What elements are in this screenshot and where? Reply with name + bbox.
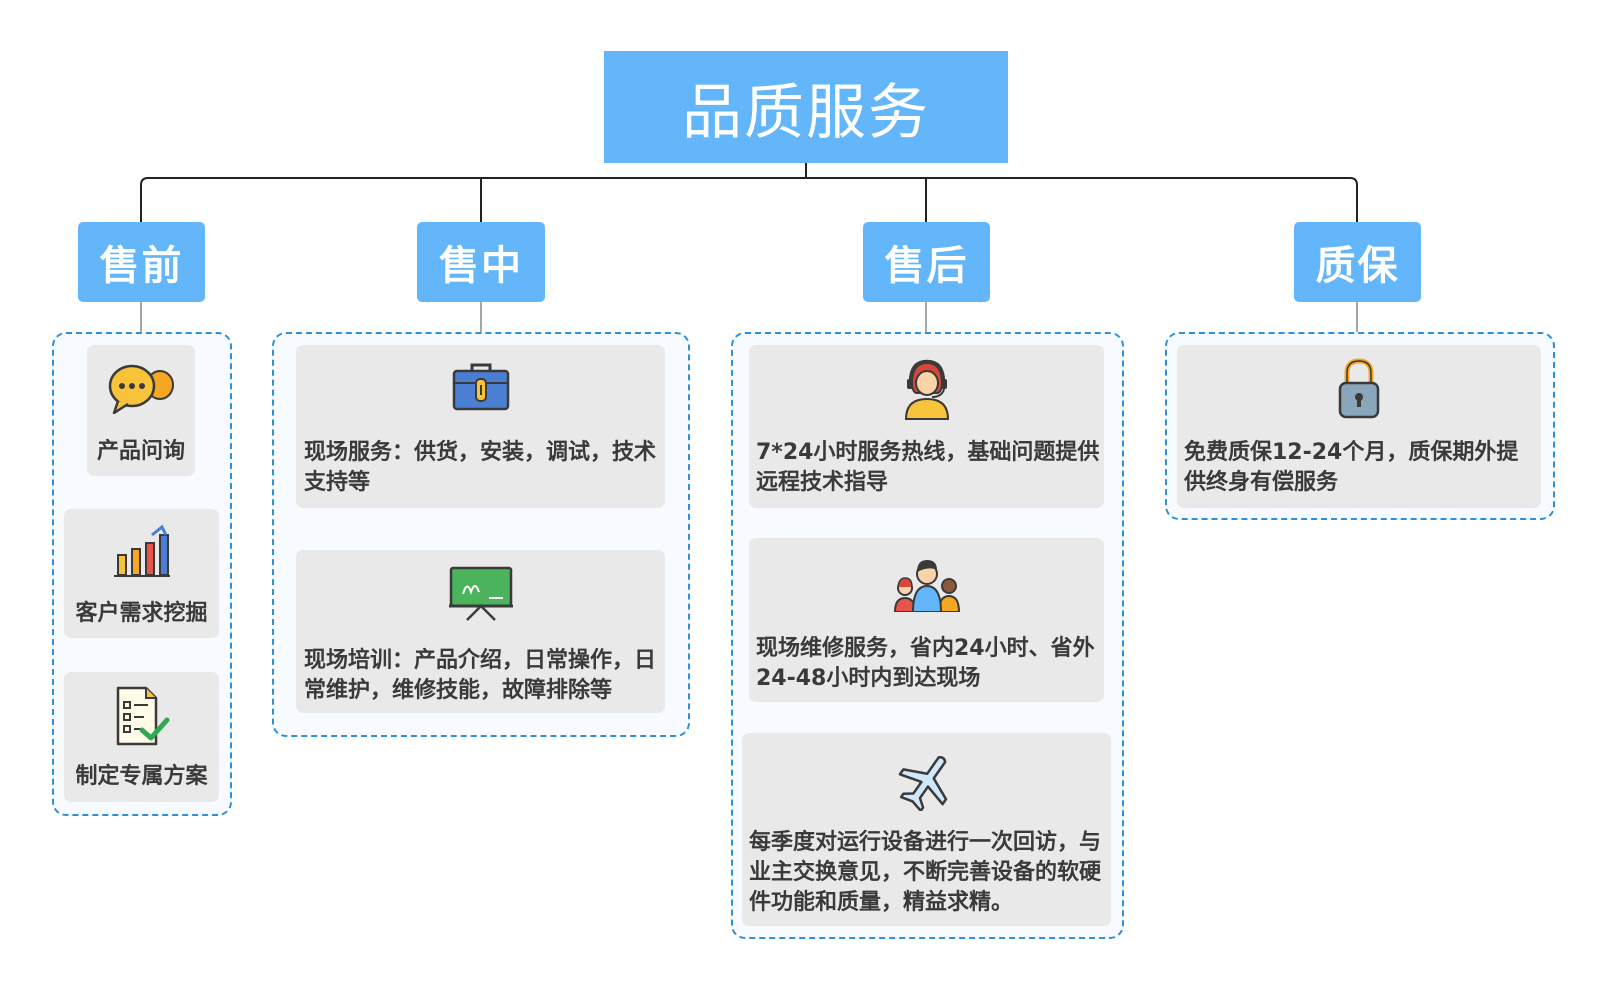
checklist-icon — [114, 686, 170, 746]
whiteboard-icon — [448, 566, 513, 622]
bar-chart-icon — [113, 525, 170, 581]
card-text: 产品问询 — [96, 439, 185, 464]
category-pre-sale: 售前 — [78, 222, 205, 302]
card-hotline: 7*24小时服务热线，基础问题提供远程技术指导 — [749, 345, 1104, 508]
card-warranty: 免费质保12-24个月，质保期外提供终身有偿服务 — [1177, 345, 1541, 508]
team-icon — [893, 556, 961, 612]
card-onsite-service: 现场服务：供货，安装，调试，技术支持等 — [296, 345, 665, 508]
card-demand-mining: 客户需求挖掘 — [64, 509, 219, 638]
card-quarterly-visit: 每季度对运行设备进行一次回访，与业主交换意见，不断完善设备的软硬件功能和质量，精… — [742, 733, 1111, 926]
card-text: 制定专属方案 — [75, 764, 208, 789]
card-text: 客户需求挖掘 — [75, 601, 208, 626]
category-in-sale: 售中 — [417, 222, 545, 302]
briefcase-icon — [452, 361, 510, 413]
card-text: 现场服务：供货，安装，调试，技术支持等 — [304, 440, 657, 495]
card-text: 每季度对运行设备进行一次回访，与业主交换意见，不断完善设备的软硬件功能和质量，精… — [749, 830, 1102, 915]
category-after-sale: 售后 — [863, 222, 990, 302]
category-warranty: 质保 — [1294, 222, 1421, 302]
card-text: 现场维修服务，省内24小时、省外24-48小时内到达现场 — [756, 636, 1095, 691]
card-custom-plan: 制定专属方案 — [64, 672, 219, 802]
chat-bubbles-icon — [108, 363, 174, 415]
padlock-icon — [1337, 357, 1381, 421]
card-text: 现场培训：产品介绍，日常操作，日常维护，维修技能，故障排除等 — [304, 648, 657, 703]
card-text: 7*24小时服务热线，基础问题提供远程技术指导 — [756, 440, 1100, 495]
airplane-icon — [897, 751, 957, 811]
card-product-inquiry: 产品问询 — [87, 345, 195, 476]
card-onsite-training: 现场培训：产品介绍，日常操作，日常维护，维修技能，故障排除等 — [296, 550, 665, 713]
headset-agent-icon — [902, 359, 952, 421]
root-title: 品质服务 — [604, 51, 1008, 163]
card-text: 免费质保12-24个月，质保期外提供终身有偿服务 — [1184, 440, 1519, 495]
card-onsite-repair: 现场维修服务，省内24小时、省外24-48小时内到达现场 — [749, 538, 1104, 702]
